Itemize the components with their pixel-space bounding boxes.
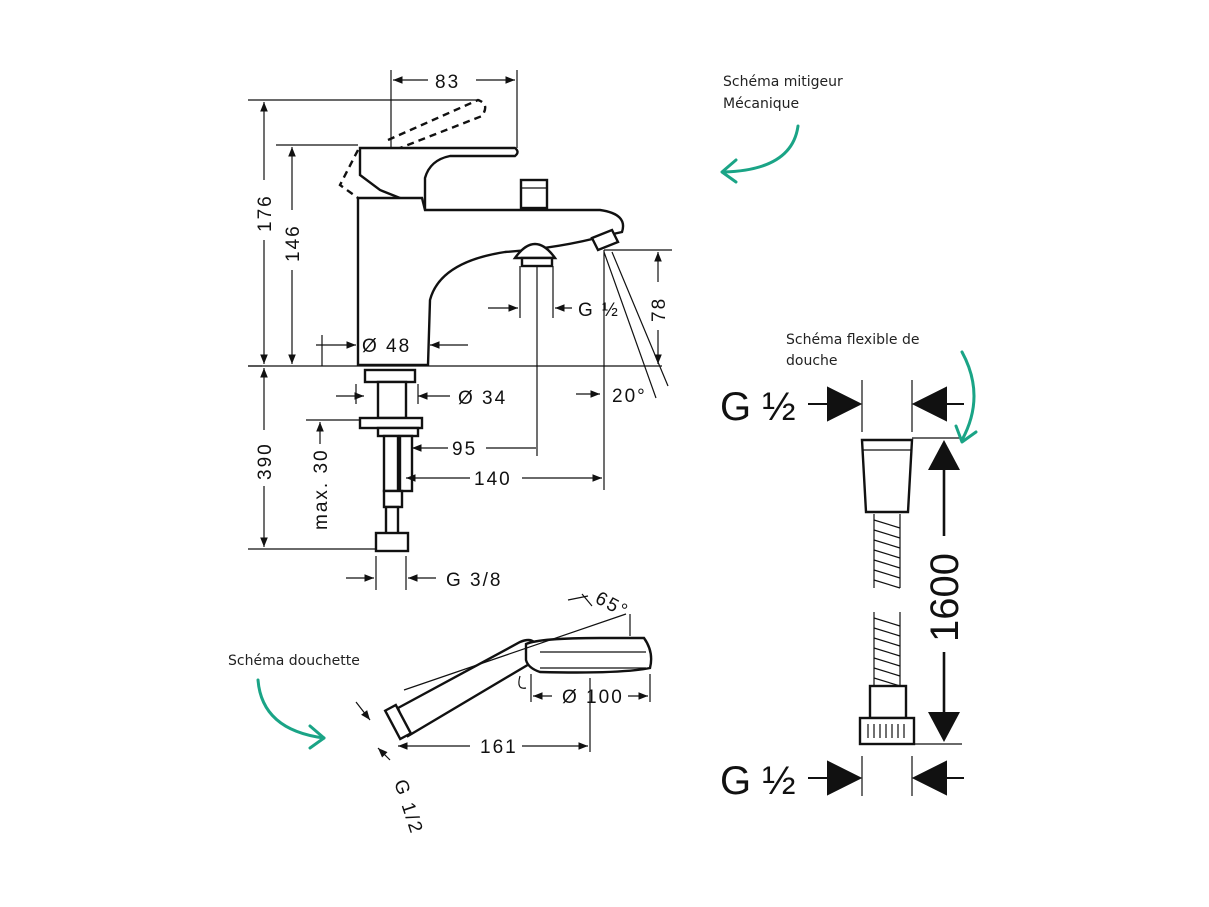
dim-dia-34: Ø 34: [458, 388, 507, 409]
handshower-handle: [396, 638, 540, 738]
lever-dashed-side: [338, 149, 360, 199]
dim-176: 176: [255, 194, 276, 232]
dim-max-30: max. 30: [311, 448, 332, 530]
dim-angle-65: 65°: [592, 588, 633, 623]
hose-dimension-lines: [808, 380, 964, 796]
dim-thread-supply: G 3/8: [446, 570, 502, 591]
hose-bottom-arrow-right: [911, 760, 964, 796]
handshower-dimension-lines: [355, 593, 651, 761]
supply-nut: [374, 531, 410, 553]
dim-dia-48: Ø 48: [362, 336, 411, 357]
dim-78: 78: [649, 297, 670, 322]
hose-bottom-connector: [868, 684, 908, 720]
dim-hose-top-thread: G ½: [720, 385, 796, 429]
hose-segment-top: [873, 514, 901, 588]
hose-segment-bottom: [873, 612, 901, 686]
dim-thread-spout: G ½: [578, 300, 620, 321]
green-arrow-hose: [960, 350, 976, 442]
dim-hose-bottom-thread: G ½: [720, 759, 796, 803]
hose-top-connector: [860, 438, 914, 514]
handshower-drawing: [383, 636, 653, 741]
dim-hose-1600: 1600: [923, 553, 967, 642]
mixer-body: [356, 196, 625, 367]
spout-outlet: [590, 228, 620, 252]
hose-top-arrow-left: [808, 386, 863, 422]
dim-146: 146: [283, 224, 304, 262]
shank: [363, 368, 417, 384]
fixing-plate: [358, 416, 424, 430]
green-arrow-mixer: [722, 124, 800, 174]
note-hose-line2: douche: [786, 353, 838, 369]
dim-95: 95: [452, 439, 477, 460]
dim-140: 140: [474, 469, 512, 490]
lever: [358, 146, 519, 210]
hose-drawing: [858, 438, 916, 746]
diverter-knob: [519, 178, 549, 210]
lever-open-dashed: [387, 98, 487, 150]
note-handshower: Schéma douchette: [228, 653, 360, 669]
dim-390: 390: [255, 442, 276, 480]
bath-outlet: [512, 242, 558, 260]
dim-83: 83: [435, 72, 460, 93]
dim-dia-100: Ø 100: [562, 687, 624, 708]
mixer-drawing: [248, 98, 662, 553]
hose-top-arrow-right: [911, 386, 964, 422]
dim-angle-20: 20°: [612, 386, 647, 407]
note-mixer-line1: Schéma mitigeur: [723, 74, 843, 90]
dim-thread-handshower: G 1/2: [389, 777, 426, 837]
handshower-head: [524, 636, 653, 674]
note-mixer-line2: Mécanique: [723, 96, 799, 112]
hose-bottom-arrow-left: [808, 760, 863, 796]
dim-161: 161: [480, 737, 518, 758]
green-arrow-handshower: [256, 678, 326, 740]
mixer-dimension-lines: [248, 70, 672, 590]
note-hose-line1: Schéma flexible de: [786, 332, 919, 348]
